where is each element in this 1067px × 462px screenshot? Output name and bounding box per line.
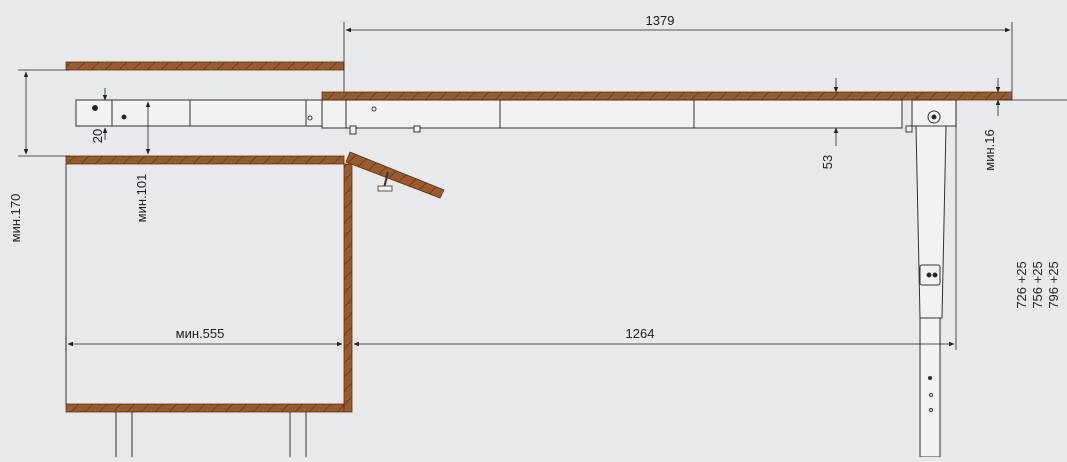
cabinet-top-panel — [65, 61, 345, 71]
table-leg — [911, 99, 957, 458]
cabinet-legs — [115, 412, 307, 457]
dim-min-101: мин.101 — [134, 174, 149, 223]
dim-min-555: мин.555 — [176, 326, 225, 341]
dim-min-170: мин.170 — [8, 194, 23, 243]
table-top — [321, 91, 1013, 101]
dim-53: 53 — [820, 155, 835, 169]
keyboard-flap — [345, 151, 445, 199]
dim-min-16: мин.16 — [982, 129, 997, 170]
dim-1379: 1379 — [646, 13, 675, 28]
slide-rail — [75, 99, 913, 135]
rail-bolt — [92, 105, 98, 111]
cabinet-shelf-panel — [65, 155, 345, 165]
dim-height-1: 726 +25 — [1014, 261, 1029, 308]
dim-1264: 1264 — [626, 326, 655, 341]
dim-20: 20 — [90, 129, 105, 143]
dim-height-2: 756 +25 — [1030, 261, 1045, 308]
cabinet-side-panel — [343, 163, 353, 413]
dim-height-3: 796 +25 — [1046, 261, 1061, 308]
cabinet — [65, 61, 445, 457]
cabinet-bottom-panel — [65, 403, 345, 413]
dimension-lines — [18, 22, 1067, 350]
